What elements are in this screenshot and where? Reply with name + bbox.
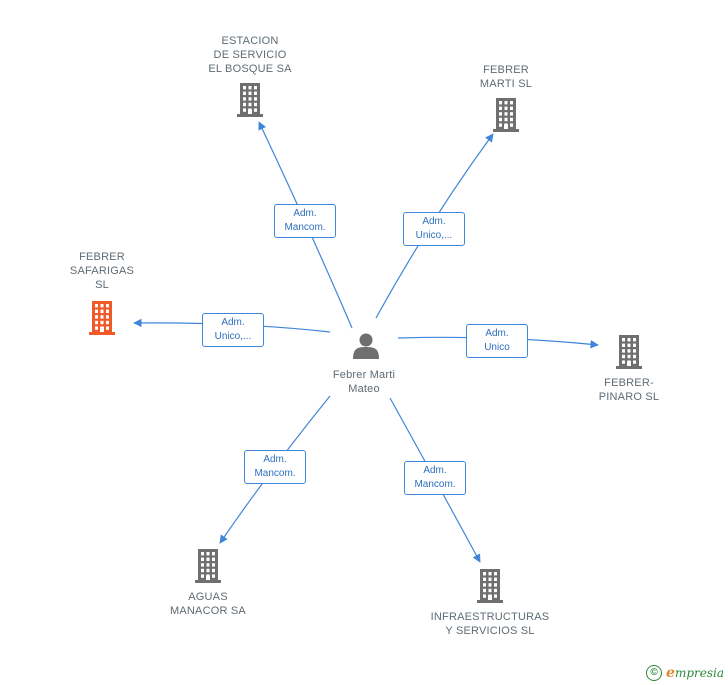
company-name-febrer-safarigas-line: FEBRER <box>79 251 125 263</box>
footer-brand[interactable]: © empresia <box>646 665 724 681</box>
person-icon[interactable] <box>353 333 379 360</box>
relation-label-febrer-marti[interactable]: Adm. Unico,... <box>403 212 465 246</box>
relation-label-line: Adm. <box>293 208 317 219</box>
company-name-estacion-line: ESTACION <box>221 35 279 47</box>
relation-label-line: Adm. <box>422 216 446 227</box>
company-name-infraestructuras: INFRAESTRUCTURAS Y SERVICIOS SL <box>420 610 560 638</box>
relation-label-line: Unico <box>484 342 510 353</box>
relation-label-line: Mancom. <box>414 479 456 490</box>
company-name-febrer-pinaro-line: PINARO SL <box>598 391 660 403</box>
person-name-line: Febrer Marti <box>332 369 396 381</box>
company-name-aguas-manacor-line: MANACOR SA <box>170 605 246 617</box>
brand-logo: empresia <box>666 665 724 681</box>
company-name-aguas-manacor-line: AGUAS <box>188 591 228 603</box>
building-icon[interactable] <box>89 301 115 335</box>
building-icon[interactable] <box>237 83 263 117</box>
company-name-estacion-line: DE SERVICIO <box>213 49 287 61</box>
company-name-febrer-pinaro: FEBRER- PINARO SL <box>579 376 679 404</box>
copyright-icon: © <box>646 665 663 681</box>
company-name-febrer-safarigas: FEBRER SAFARIGAS SL <box>52 250 152 292</box>
building-icon[interactable] <box>616 335 642 369</box>
relation-label-line: Adm. <box>423 465 447 476</box>
building-icon[interactable] <box>477 569 503 603</box>
relation-label-line: Unico,... <box>214 331 252 342</box>
relation-label-febrer-pinaro[interactable]: Adm. Unico <box>466 324 528 358</box>
relation-label-line: Mancom. <box>254 468 296 479</box>
company-name-febrer-marti-line: MARTI SL <box>479 78 533 90</box>
relation-label-febrer-safarigas[interactable]: Adm. Unico,... <box>202 313 264 347</box>
company-name-infraestructuras-line: Y SERVICIOS SL <box>445 625 535 637</box>
icons-layer <box>89 83 642 603</box>
building-icon[interactable] <box>195 549 221 583</box>
relation-label-line: Adm. <box>263 454 287 465</box>
person-name-line: Mateo <box>348 383 380 395</box>
company-name-febrer-safarigas-line: SL <box>95 279 109 291</box>
company-name-febrer-safarigas-line: SAFARIGAS <box>69 265 135 277</box>
relation-label-estacion[interactable]: Adm. Mancom. <box>274 204 336 238</box>
relation-label-line: Adm. <box>221 317 245 328</box>
relation-label-line: Unico,... <box>415 230 453 241</box>
relation-label-aguas-manacor[interactable]: Adm. Mancom. <box>244 450 306 484</box>
relation-label-infraestructuras[interactable]: Adm. Mancom. <box>404 461 466 495</box>
relation-label-line: Adm. <box>485 328 509 339</box>
building-icon[interactable] <box>493 98 519 132</box>
company-name-febrer-marti-line: FEBRER <box>483 64 529 76</box>
company-name-estacion: ESTACION DE SERVICIO EL BOSQUE SA <box>190 34 310 76</box>
relation-label-line: Mancom. <box>284 222 326 233</box>
company-name-aguas-manacor: AGUAS MANACOR SA <box>153 590 263 618</box>
company-name-febrer-pinaro-line: FEBRER- <box>604 377 654 389</box>
company-name-infraestructuras-line: INFRAESTRUCTURAS <box>430 611 550 623</box>
company-name-febrer-marti: FEBRER MARTI SL <box>456 63 556 91</box>
company-name-estacion-line: EL BOSQUE SA <box>208 63 292 75</box>
